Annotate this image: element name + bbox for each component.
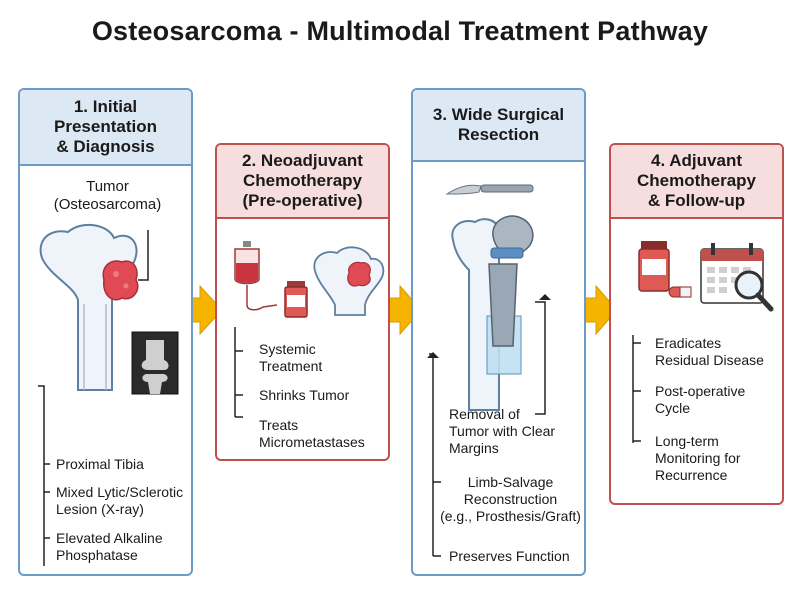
step-2-panel: 2. Neoadjuvant Chemotherapy (Pre-operati… — [215, 143, 390, 461]
tumor-callout-label: Tumor (Osteosarcoma) — [53, 178, 162, 213]
tibia-tumor-illustration — [38, 223, 179, 566]
step-2-item-1: Systemic Treatment — [259, 341, 323, 374]
step-4-item-3: Long-term Monitoring for Recurrence — [655, 433, 741, 483]
step-3-header: 3. Wide Surgical Resection — [413, 90, 584, 162]
step-1-item-2: Mixed Lytic/Sclerotic Lesion (X-ray) — [56, 484, 184, 517]
tumor-reduced — [347, 261, 371, 287]
step-4-header: 4. Adjuvant Chemotherapy & Follow-up — [611, 145, 782, 219]
page-title: Osteosarcoma - Multimodal Treatment Path… — [91, 16, 709, 46]
step-3-panel: 3. Wide Surgical Resection Removal of Tu… — [411, 88, 586, 576]
step-2-item-3: Treats Micrometastases — [259, 417, 365, 450]
step-2-item-2: Shrinks Tumor — [259, 387, 350, 403]
step-1-header: 1. Initial Presentation & Diagnosis — [20, 90, 191, 166]
step-1-item-3: Elevated Alkaline Phosphatase — [56, 530, 163, 563]
surgical-resection-illustration — [427, 184, 551, 557]
prosthesis-implant — [488, 215, 534, 347]
xray-thumbnail — [131, 331, 179, 395]
step-1-panel: 1. Initial Presentation & Diagnosis Tumo… — [18, 88, 193, 576]
tibia-bone — [39, 223, 138, 391]
step-1-item-1: Proximal Tibia — [56, 456, 144, 472]
medicine-bottle-icon — [638, 241, 692, 298]
tumor-mass — [102, 260, 139, 301]
step-4-item-1: Eradicates Residual Disease — [655, 335, 764, 368]
scalpel-icon — [445, 184, 534, 195]
follow-up-illustration — [632, 241, 774, 443]
chemotherapy-illustration — [234, 241, 385, 418]
iv-bag-icon — [234, 241, 278, 311]
medicine-bottle-icon — [284, 281, 308, 318]
step-3-item-2: Limb-Salvage Reconstruction (e.g., Prost… — [440, 474, 581, 524]
step-4-panel: 4. Adjuvant Chemotherapy & Follow-up — [609, 143, 784, 505]
magnifier-icon — [734, 270, 774, 312]
step-2-header: 2. Neoadjuvant Chemotherapy (Pre-operati… — [217, 145, 388, 219]
step-4-item-2: Post-operative Cycle — [655, 383, 746, 416]
step-3-item-1: Removal of Tumor with Clear Margins — [449, 406, 556, 456]
step-3-item-3: Preserves Function — [449, 548, 570, 564]
